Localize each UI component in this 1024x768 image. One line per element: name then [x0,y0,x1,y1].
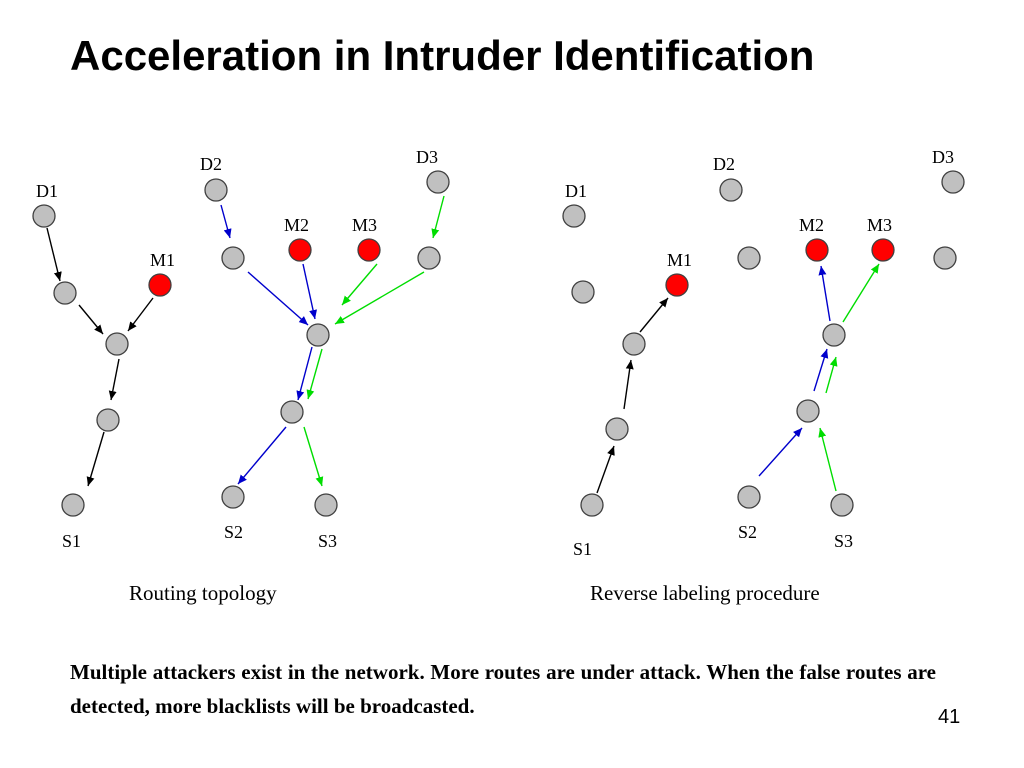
node [280,400,304,424]
node-label-m1: M1 [667,250,692,270]
node-label-s3: S3 [318,531,337,551]
page-number: 41 [938,706,961,728]
route-arrow [842,263,880,323]
route-arrow [303,426,324,487]
reverse-labeling-diagram: D1 D2 D3 M1 M2 M3 S1 S2 S3 Reverse label… [562,147,965,605]
route-arrow [341,263,378,306]
route-arrow [596,445,615,494]
node [105,332,129,356]
route-arrow [431,195,445,239]
node-d1 [32,204,56,228]
route-arrow [825,356,838,394]
node-s2 [221,485,245,509]
node-m1-attacker [148,273,172,297]
node-s2 [737,485,761,509]
node-label-m3: M3 [867,215,892,235]
node-m3-attacker [357,238,381,262]
node-label-s3: S3 [834,531,853,551]
node-s1 [61,493,85,517]
node-s3 [830,493,854,517]
node-m1-attacker [665,273,689,297]
slide-title: Acceleration in Intruder Identification [70,32,815,79]
node-label-s2: S2 [224,522,243,542]
route-arrow [818,265,831,322]
node [737,246,761,270]
node-label-m2: M2 [284,215,309,235]
route-arrows [46,195,445,487]
node [822,323,846,347]
node-label-s1: S1 [573,539,592,559]
node-s1 [580,493,604,517]
node-label-d3: D3 [416,147,438,167]
node [221,246,245,270]
route-arrow [108,358,120,401]
node [53,281,77,305]
node-label-d2: D2 [713,154,735,174]
node-d1 [562,204,586,228]
route-arrow [306,348,323,400]
node-d3 [941,170,965,194]
network-diagrams: D1 D2 D3 M1 M2 M3 S1 S2 S3 Routing topol… [32,147,965,605]
node-d2 [204,178,228,202]
node [571,280,595,304]
route-arrow [334,271,425,325]
route-arrow [296,346,313,401]
node [933,246,957,270]
node [796,399,820,423]
node-m2-attacker [288,238,312,262]
route-arrow [86,431,105,487]
node-s3 [314,493,338,517]
route-arrow [46,227,62,282]
node [96,408,120,432]
node-label-m1: M1 [150,250,175,270]
node-label-s2: S2 [738,522,757,542]
route-arrows [596,263,880,494]
route-arrow [758,427,803,477]
route-arrow [302,263,317,320]
node-label-d2: D2 [200,154,222,174]
node-label-d3: D3 [932,147,954,167]
route-arrow [818,427,837,492]
routing-topology-caption: Routing topology [129,581,277,605]
route-arrow [639,297,669,333]
route-arrow [78,304,104,335]
node-m2-attacker [805,238,829,262]
network-nodes [32,170,450,517]
route-arrow [247,271,309,326]
slide-description: Multiple attackers exist in the network.… [70,660,936,718]
node [605,417,629,441]
route-arrow [813,348,829,392]
node [622,332,646,356]
node [417,246,441,270]
route-arrow [623,359,634,410]
node [306,323,330,347]
node-label-d1: D1 [565,181,587,201]
node-label-m2: M2 [799,215,824,235]
network-nodes [562,170,965,517]
node-d2 [719,178,743,202]
route-arrow [220,204,232,239]
route-arrow [237,426,287,485]
routing-topology-diagram: D1 D2 D3 M1 M2 M3 S1 S2 S3 Routing topol… [32,147,450,605]
node-d3 [426,170,450,194]
node-label-m3: M3 [352,215,377,235]
node-m3-attacker [871,238,895,262]
node-label-s1: S1 [62,531,81,551]
route-arrow [127,297,154,332]
reverse-labeling-caption: Reverse labeling procedure [590,581,820,605]
node-label-d1: D1 [36,181,58,201]
